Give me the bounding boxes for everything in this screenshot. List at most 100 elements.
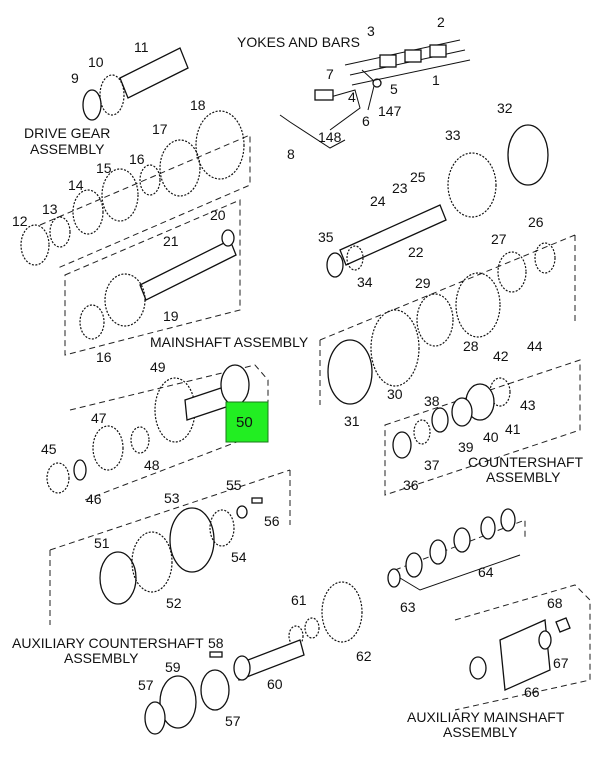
aux-countershaft-right-outline [394,519,526,571]
gear-17 [159,139,201,197]
gear-54 [209,509,235,547]
bearing-45 [46,462,70,494]
part-number-29: 29 [415,275,431,291]
label-mainshaft: MAINSHAFT ASSEMBLY [150,334,309,350]
yoke-a [379,54,397,68]
part-number-24: 24 [370,193,386,209]
retainer-57b [200,669,230,711]
part-number-1: 1 [432,72,440,88]
part-number-15: 15 [96,160,112,176]
part-number-66: 66 [524,684,540,700]
part-number-27: 27 [491,231,507,247]
gear-52 [131,531,173,593]
gear-62 [321,581,363,643]
washer-55 [236,505,248,519]
retainer-57a [144,701,166,735]
gear-15 [101,168,139,222]
mainshaft-lower-outline [69,364,269,501]
part-number-58: 58 [208,635,224,651]
part-number-55: 55 [226,477,242,493]
mainshaft-21 [139,239,237,301]
pin-5 [372,78,382,88]
drive-gear-assembly [20,47,245,266]
highlight-part-50[interactable] [225,401,269,443]
part-number-13: 13 [42,201,58,217]
part-number-16a: 16 [129,151,145,167]
shift-bar-8 [279,114,346,149]
part-number-62: 62 [356,648,372,664]
part-number-59: 59 [165,659,181,675]
part-number-17: 17 [152,121,168,137]
gear-28 [455,272,501,338]
part-number-48: 48 [144,457,160,473]
part-number-20: 20 [210,207,226,223]
label-drive-gear-2: ASSEMBLY [30,141,105,157]
bearing-13 [49,216,71,248]
bearing-61a [304,617,320,639]
part-number-34: 34 [357,274,373,290]
countershaft-lower-outline [384,359,581,496]
part-number-39: 39 [458,439,474,455]
gear-30 [370,309,420,387]
ring-20 [221,229,235,247]
part-number-56: 56 [264,513,280,529]
yoke-7 [314,89,334,101]
bearing-50 [220,364,250,406]
washer-46 [73,459,87,481]
part-number-64: 64 [478,564,494,580]
label-yokes-and-bars: YOKES AND BARS [237,34,360,50]
part-number-14: 14 [68,177,84,193]
part-number-8: 8 [287,146,295,162]
bracket-4 [319,89,361,131]
ring-64d [429,539,447,565]
part-number-2: 2 [437,14,445,30]
part-number-28: 28 [463,338,479,354]
part-number-46: 46 [86,491,102,507]
label-countershaft-2: ASSEMBLY [486,469,561,485]
bolt-56 [251,497,263,504]
washer-31 [327,339,373,405]
part-number-11: 11 [134,39,149,55]
part-number-54: 54 [231,549,247,565]
part-number-35: 35 [318,229,334,245]
part-number-67: 67 [553,655,569,671]
yoke-6-147 [361,69,376,111]
washer-51 [99,551,137,605]
seal-66 [469,656,487,680]
aux-countershaft-outline [49,469,291,625]
gear-26 [534,242,556,274]
part-number-45: 45 [41,441,57,457]
bearing-48 [130,426,150,454]
ring-64b [480,516,496,540]
countershaft-outline [319,234,576,405]
ring-38 [431,407,449,433]
nut-68 [555,617,571,633]
housing-59 [159,675,197,729]
ring-64c [453,527,471,553]
part-number-23: 23 [392,180,408,196]
part-number-16b: 16 [96,349,112,365]
part-number-38: 38 [424,393,440,409]
bearing-34 [346,245,364,271]
gear-33 [447,152,497,218]
part-number-147: 147 [378,103,402,119]
section-labels: YOKES AND BARS DRIVE GEAR ASSEMBLY MAINS… [12,34,584,740]
gear-18 [195,110,245,180]
yoke-b [404,49,422,63]
part-number-60: 60 [267,676,283,692]
part-number-37: 37 [424,457,440,473]
countershaft-assembly [326,124,556,459]
snap-ring-9 [82,89,102,121]
part-number-31: 31 [344,413,360,429]
part-number-4: 4 [348,89,356,105]
bearing-16a [139,164,161,196]
part-number-25: 25 [410,169,426,185]
assembly-outlines [39,134,591,711]
bolt-58 [209,651,223,658]
yoke-66 [499,619,551,691]
part-number-148: 148 [318,129,342,145]
washer-67 [538,630,552,650]
part-number-10: 10 [88,54,104,70]
shift-bar-1 [351,59,471,86]
